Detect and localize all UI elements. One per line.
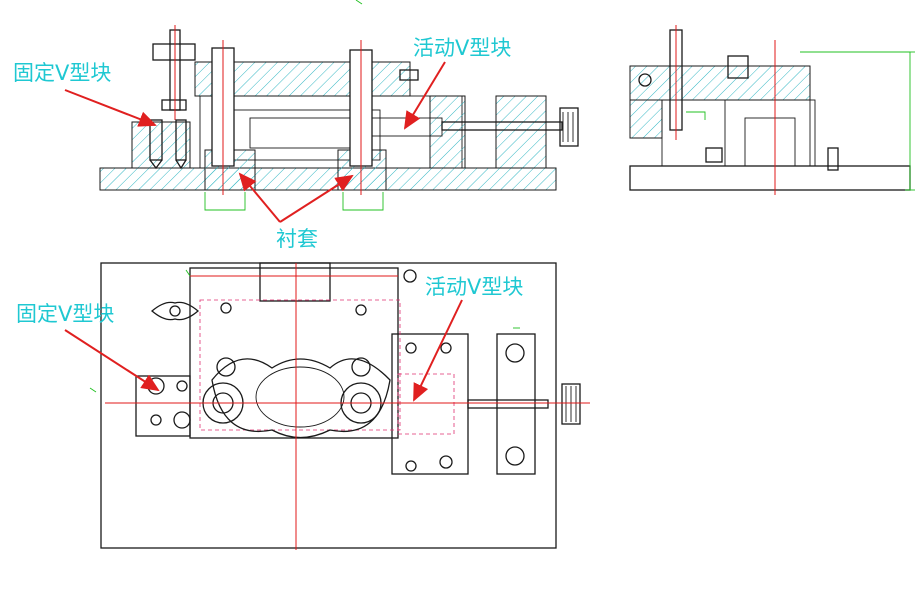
arrow-moving-bottom (413, 299, 463, 402)
bolt-plan-top (505, 343, 525, 363)
top-base-plate (100, 262, 557, 549)
label-moving-v-block-bottom: 活动V型块 (425, 275, 523, 299)
workpiece-plan (211, 358, 391, 439)
pin-top-right (399, 69, 419, 81)
top-clamp-tab (259, 262, 331, 302)
side-top-plate (629, 65, 811, 101)
clamp-nut (161, 99, 187, 111)
dim-side-stud (686, 111, 706, 120)
front-base-plate (99, 167, 557, 191)
side-left-block (629, 99, 663, 139)
lead-screw-plan (467, 399, 549, 409)
arrow-moving-top (403, 61, 446, 130)
clamp-handle (152, 43, 196, 61)
dim-bushing-right (342, 192, 384, 211)
arrow-fixed-top (64, 89, 157, 127)
side-base-plate (629, 165, 911, 191)
side-pivot (638, 73, 652, 87)
top-body (189, 267, 399, 439)
screw-support (495, 95, 547, 169)
arrow-bushing-right (279, 174, 354, 223)
workpiece-bore (255, 366, 345, 428)
screw-support-plan (496, 333, 536, 475)
side-workpiece (724, 99, 816, 167)
label-fixed-v-block-bottom: 固定V型块 (16, 302, 114, 326)
fixed-v-block-plan (135, 375, 191, 437)
handle-plan (150, 301, 200, 321)
hidden-outline (199, 299, 401, 431)
locating-pin-right (175, 119, 187, 161)
front-view (99, 0, 579, 211)
knurled-knob-plan (561, 383, 581, 425)
hidden-moving-block (397, 373, 455, 435)
knurled-knob (559, 107, 579, 147)
label-bushing: 衬套 (276, 227, 318, 251)
moving-v-block-plan (391, 333, 469, 475)
arrow-fixed-bottom (64, 329, 160, 392)
side-pin-left (705, 147, 723, 163)
moving-block-housing (429, 95, 466, 169)
side-view (629, 25, 915, 195)
label-moving-v-block-top: 活动V型块 (413, 36, 511, 60)
dim-bushing-left (204, 192, 246, 211)
lead-screw (441, 121, 563, 131)
bolt-plan-bottom (505, 446, 525, 466)
pin-tip-right (175, 159, 187, 170)
callout-arrows (64, 61, 463, 402)
arrow-bushing-left (238, 172, 281, 223)
screw-plan-right (351, 357, 371, 377)
top-view (89, 262, 590, 550)
screw-plan-left (216, 357, 236, 377)
side-clamp-screw (727, 55, 749, 79)
side-body (661, 99, 811, 167)
side-pin-right (827, 147, 839, 171)
label-fixed-v-block-top: 固定V型块 (13, 61, 111, 85)
workpiece-inner (249, 117, 361, 149)
side-v-block (744, 117, 796, 167)
pin-tip-left (149, 159, 163, 170)
